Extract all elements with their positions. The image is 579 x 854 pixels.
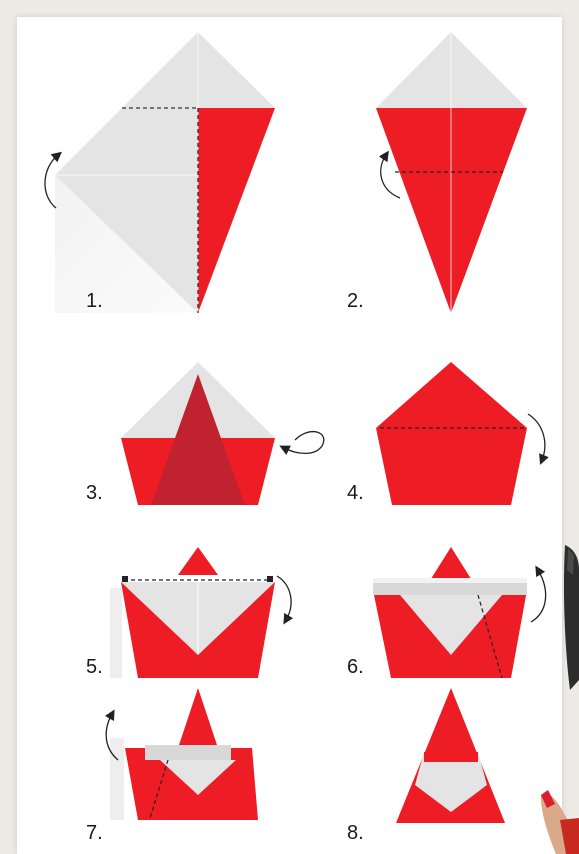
step-1-label: 1. [86,290,103,313]
step-4-diagram [376,362,545,505]
step-1-white-tip [198,32,275,108]
step-5-red-tip [178,547,218,575]
step-3-turn-over-arrow-icon [284,432,324,454]
step-5-label: 5. [86,656,103,679]
step-4-fold-arrow-icon [528,414,545,460]
step-4-label: 4. [347,482,364,505]
step-3-label: 3. [86,482,103,505]
red-pencil-icon [541,790,579,854]
step-1-diagram [45,32,275,313]
step-1-red-half [198,108,275,313]
step-5-fold-arrow-icon [277,576,291,620]
step-7-folded-band [145,745,231,760]
step-8-red-face [424,752,478,762]
step-6-fold-arrow-icon [531,570,546,622]
step-7-label: 7. [86,822,103,845]
step-2-diagram [376,32,527,313]
step-2-label: 2. [347,290,364,313]
pencil-icon [564,545,579,690]
step-6-red-tip [429,547,473,582]
step-8-diagram [396,688,505,823]
step-5-diagram [110,547,291,678]
step-8-label: 8. [347,822,364,845]
step-3-diagram [121,362,324,505]
step-6-diagram [373,547,546,678]
step-4-red-pentagon [376,362,527,505]
step-6-label: 6. [347,656,364,679]
step-7-diagram [106,688,258,820]
